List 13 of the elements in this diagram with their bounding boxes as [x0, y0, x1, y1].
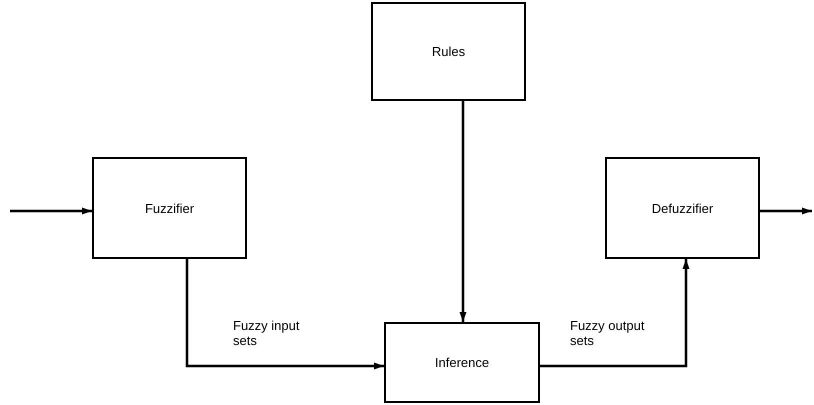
process-box	[92, 157, 247, 259]
box-label: Defuzzifier	[652, 200, 714, 216]
process-box	[605, 157, 760, 259]
process-box	[371, 2, 526, 101]
arrow	[10, 208, 92, 214]
box-label: Rules	[432, 44, 466, 59]
arrow	[460, 101, 466, 322]
box-label: Fuzzifier	[144, 200, 194, 216]
arrow	[540, 259, 690, 368]
process-box	[384, 322, 540, 403]
arrow	[186, 259, 384, 370]
box-label: Inference	[434, 355, 490, 370]
arrow	[760, 208, 812, 214]
